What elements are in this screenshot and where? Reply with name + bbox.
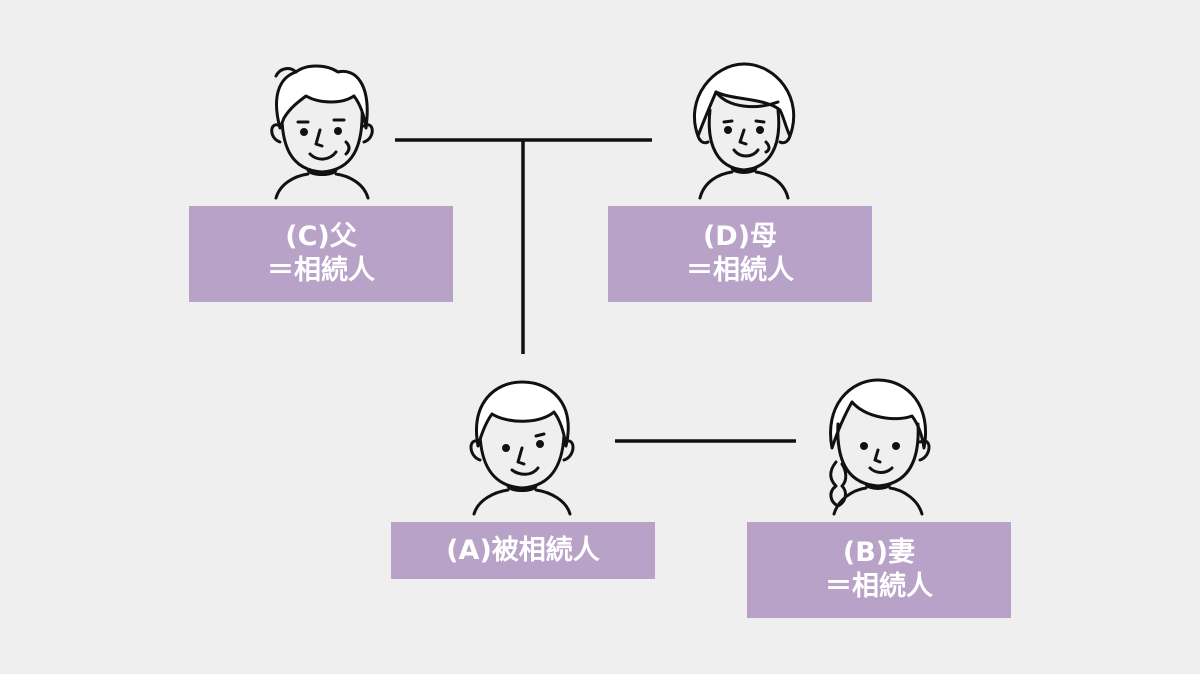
father-label-line1: (C)父 (285, 221, 357, 252)
man-icon (469, 380, 575, 516)
wife-label-line1: (B)妻 (842, 537, 916, 568)
mother-label: (D)母 ＝相続人 (608, 206, 872, 302)
older-man-icon (270, 64, 374, 200)
deceased-label-line1: (A)被相続人 (446, 534, 600, 566)
deceased-label: (A)被相続人 (391, 522, 655, 579)
mother-label-line2: ＝相続人 (686, 255, 794, 286)
wife-label: (B)妻 ＝相続人 (747, 522, 1011, 618)
father-label-line2: ＝相続人 (267, 255, 375, 286)
mother-label-line1: (D)母 (702, 221, 778, 252)
woman-icon (829, 378, 931, 516)
older-woman-icon (692, 62, 796, 200)
wife-label-line2: ＝相続人 (825, 571, 933, 602)
father-label: (C)父 ＝相続人 (189, 206, 453, 302)
